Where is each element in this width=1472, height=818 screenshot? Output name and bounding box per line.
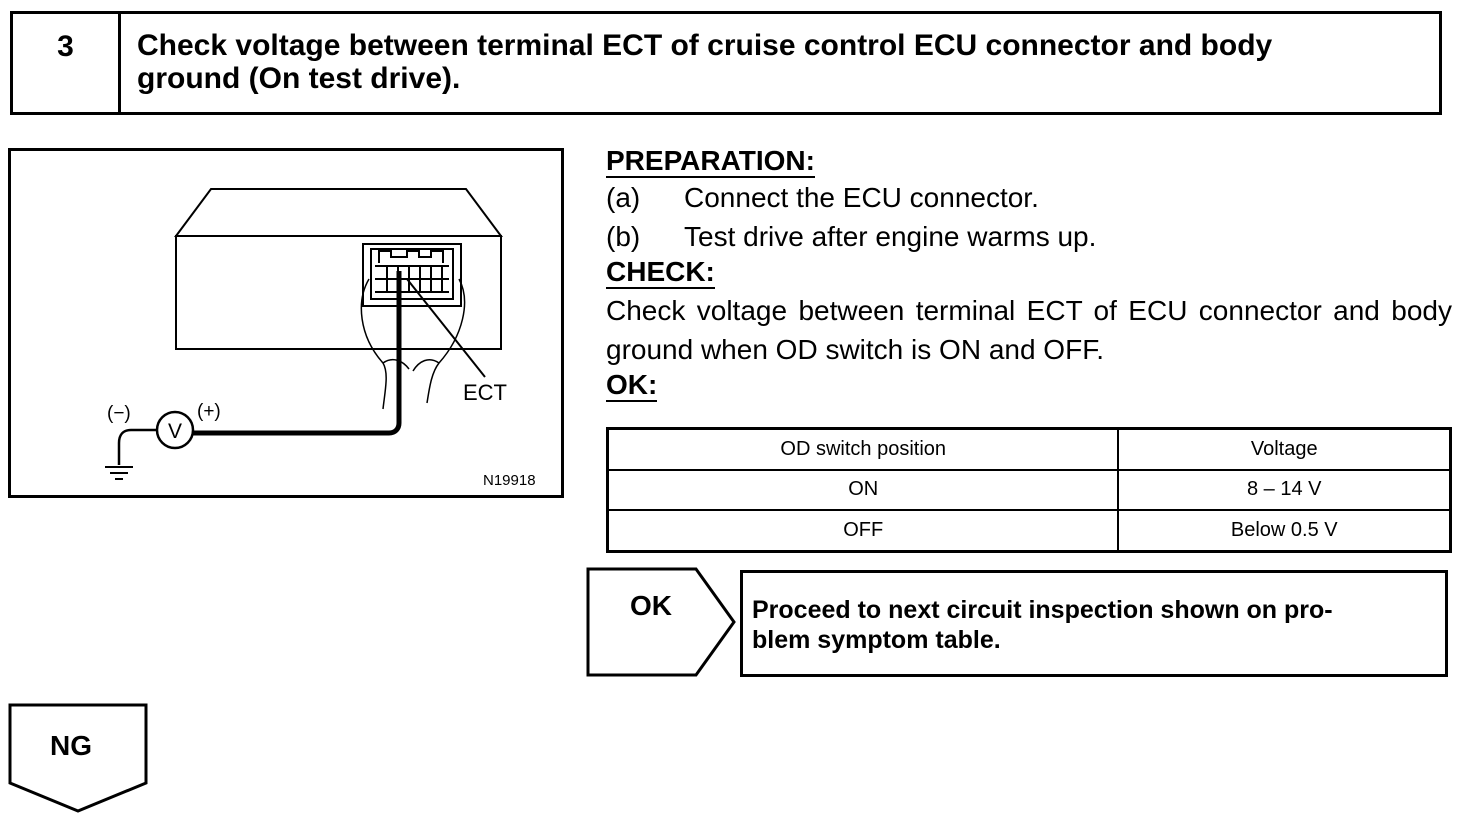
table-row: OFF Below 0.5 V — [606, 509, 1452, 553]
ecu-wiring-diagram: ECT V (−) (+) N19918 — [105, 188, 536, 489]
table-cell: ON — [606, 468, 1120, 512]
voltmeter-symbol: V — [168, 420, 182, 443]
ground-lead — [117, 428, 157, 465]
table-row: ON 8 – 14 V — [606, 468, 1452, 512]
figure-code: N19918 — [483, 472, 536, 489]
step-number: 3 — [13, 14, 121, 112]
procedure-section: PREPARATION: (a) Connect the ECU connect… — [606, 145, 1452, 402]
table-cell: Below 0.5 V — [1117, 509, 1452, 553]
table-cell: OFF — [606, 509, 1120, 553]
table-header: OD switch position — [606, 427, 1120, 471]
item-text: Test drive after engine warms up. — [684, 221, 1097, 252]
ng-arrow-icon — [8, 703, 148, 813]
step-title-line-2: ground (On test drive). — [137, 62, 461, 95]
ng-branch-label: NG — [50, 730, 92, 761]
preparation-heading: PREPARATION: — [606, 145, 815, 178]
ok-result-line-1: Proceed to next circuit inspection shown… — [752, 596, 1333, 624]
step-title-line-1: Check voltage between terminal ECT of cr… — [137, 29, 1273, 62]
ecu-connector-illustration: ECT V (−) (+) N19918 — [8, 148, 564, 498]
table-header: Voltage — [1117, 427, 1452, 471]
table-header-row: OD switch position Voltage — [606, 427, 1452, 471]
item-letter: (b) — [606, 221, 641, 252]
ect-label: ECT — [463, 380, 507, 405]
probe-lead — [193, 271, 402, 436]
ecu-connector — [362, 243, 462, 307]
step-header: 3 Check voltage between terminal ECT of … — [10, 11, 1442, 115]
preparation-item: (b) Test drive after engine warms up. — [606, 218, 1452, 256]
ok-heading: OK: — [606, 369, 658, 402]
ecu-box — [174, 188, 503, 350]
ok-spec-table: OD switch position Voltage ON 8 – 14 V O… — [606, 427, 1452, 553]
ok-result-line-2: blem symptom table. — [752, 626, 1001, 654]
check-text: Check voltage between terminal ECT of EC… — [606, 295, 1452, 365]
ok-arrow-icon — [586, 567, 736, 677]
preparation-item: (a) Connect the ECU connector. — [606, 179, 1452, 217]
ok-branch-result: Proceed to next circuit inspection shown… — [740, 570, 1448, 677]
ok-branch-label: OK — [630, 590, 672, 621]
negative-label: (−) — [107, 403, 131, 424]
item-letter: (a) — [606, 182, 641, 213]
step-title: Check voltage between terminal ECT of cr… — [121, 14, 1272, 112]
check-heading: CHECK: — [606, 256, 715, 289]
item-text: Connect the ECU connector. — [684, 182, 1039, 213]
positive-label: (+) — [197, 401, 221, 422]
table-cell: 8 – 14 V — [1117, 468, 1452, 512]
ground-symbol-icon — [105, 466, 133, 480]
ect-leader-line — [406, 278, 486, 378]
wire-harness — [360, 278, 466, 410]
